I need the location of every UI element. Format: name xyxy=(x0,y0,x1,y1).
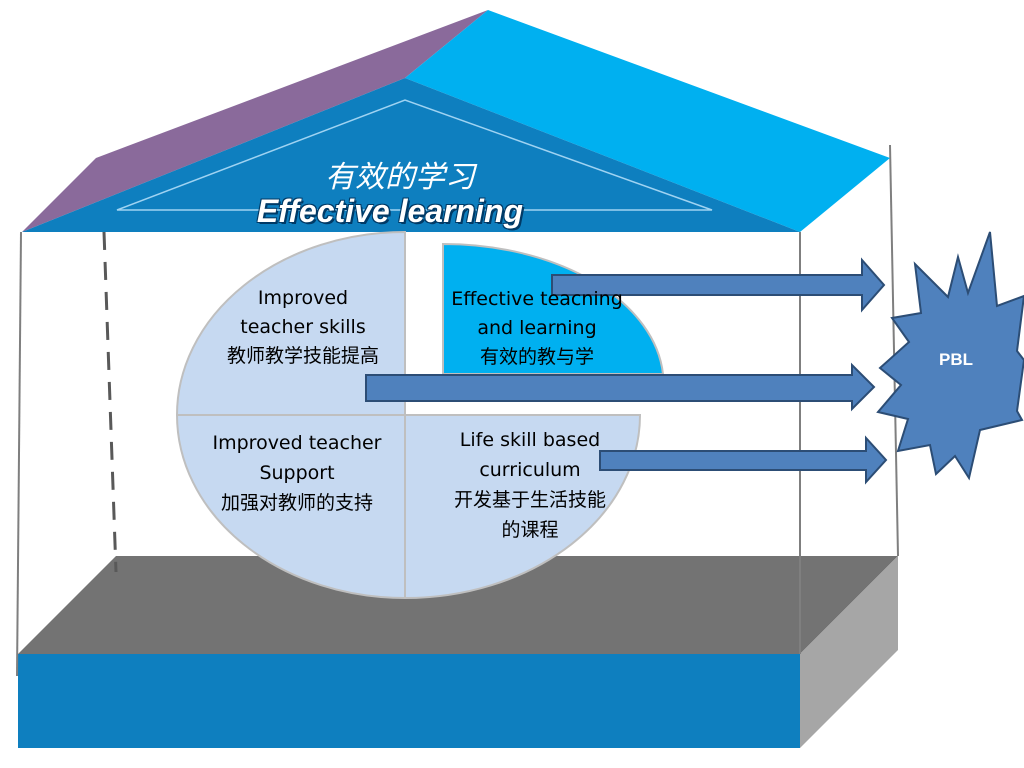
label-curriculum-line1: Life skill based xyxy=(459,429,601,451)
label-teacher-support: Improved teacher Support 加强对教师的支持 xyxy=(188,428,406,518)
pie-quadrant-teacher-support xyxy=(175,414,406,600)
label-teaching-learning-line3: 有效的教与学 xyxy=(479,346,594,368)
pbl-starburst xyxy=(876,231,1024,481)
label-teacher-skills-line2: teacher skills xyxy=(240,316,366,338)
roof xyxy=(22,10,890,232)
roof-title-chinese: 有效的学习 xyxy=(325,160,475,195)
arrow-middle xyxy=(365,362,876,412)
back-right-wall-line xyxy=(889,144,899,557)
pie-quadrant-curriculum xyxy=(404,414,642,600)
label-teacher-skills-line1: Improved xyxy=(257,287,349,309)
label-curriculum: Life skill based curriculum 开发基于生活技能 的课程 xyxy=(424,425,636,545)
base-side-face xyxy=(800,556,898,748)
house-base xyxy=(18,556,898,748)
arrow-top xyxy=(551,257,886,313)
pie-quadrant-teacher-skills xyxy=(175,230,406,416)
label-teacher-support-line3: 加强对教师的支持 xyxy=(220,492,373,514)
roof-front-gable xyxy=(22,78,800,232)
label-teaching-learning-line2: and learning xyxy=(477,317,597,339)
label-curriculum-line4: 的课程 xyxy=(501,519,559,541)
label-teacher-support-line2: Support xyxy=(259,462,335,484)
arrow-bottom xyxy=(599,435,888,485)
back-left-dashed-line xyxy=(102,231,118,573)
pbl-label: PBL xyxy=(939,350,973,369)
base-top-face xyxy=(18,556,898,654)
left-wall-line xyxy=(16,231,22,677)
label-teacher-skills-line3: 教师教学技能提高 xyxy=(226,345,379,367)
base-front-face xyxy=(18,654,800,748)
label-curriculum-line3: 开发基于生活技能 xyxy=(453,489,606,511)
roof-blue-face xyxy=(405,10,890,232)
label-curriculum-line2: curriculum xyxy=(479,459,581,481)
label-teacher-support-line1: Improved teacher xyxy=(212,432,382,454)
house-walls xyxy=(16,144,899,677)
label-teaching-learning-line1: Effective teacning xyxy=(451,288,623,310)
arrows xyxy=(365,257,888,485)
label-teacher-skills: Improved teacher skills 教师教学技能提高 xyxy=(198,284,408,371)
pie-diagram xyxy=(175,230,665,600)
label-teaching-learning: Effective teacning and learning 有效的教与学 xyxy=(434,285,640,372)
roof-inner-outline xyxy=(116,99,713,211)
roof-title-english: Effective learning xyxy=(256,193,524,229)
roof-purple-face xyxy=(22,10,488,232)
